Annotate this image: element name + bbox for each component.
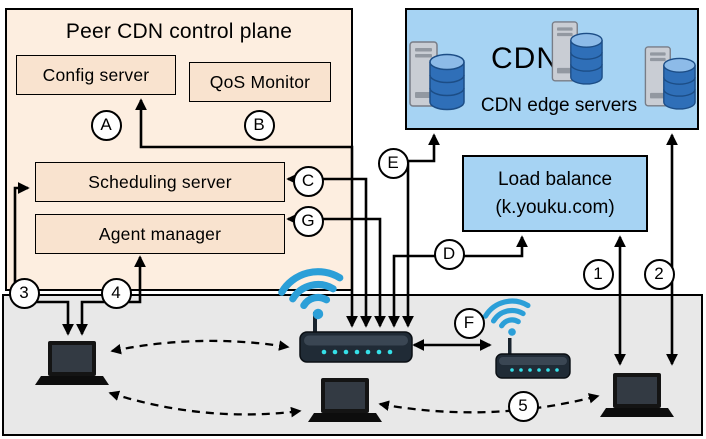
load-balance-label: Load balance: [497, 168, 613, 190]
step-marker-C: C: [292, 165, 324, 197]
config-server-box: Config server: [16, 55, 176, 95]
agent-manager-label: Agent manager: [98, 223, 222, 244]
step-marker-5: 5: [507, 390, 539, 422]
qos-monitor-label: QoS Monitor: [209, 71, 311, 92]
step-marker-1: 1: [582, 258, 614, 290]
step-marker-E: E: [377, 147, 409, 179]
step-marker-2: 2: [643, 258, 675, 290]
load-balance-box: Load balance (k.youku.com): [462, 155, 648, 232]
scheduling-server-label: Scheduling server: [88, 171, 232, 192]
step-marker-A: A: [90, 109, 122, 141]
agent-manager-box: Agent manager: [35, 214, 285, 254]
load-balance-domain: (k.youku.com): [495, 196, 615, 218]
cdn-panel: CDN CDN edge servers: [405, 8, 699, 130]
qos-monitor-box: QoS Monitor: [189, 62, 331, 102]
step-marker-B: B: [243, 109, 275, 141]
step-marker-3: 3: [8, 277, 40, 309]
step-marker-D: D: [433, 238, 465, 270]
step-marker-F: F: [453, 307, 485, 339]
cdn-title: CDN: [491, 42, 559, 75]
scheduling-server-box: Scheduling server: [35, 162, 285, 202]
step-marker-4: 4: [100, 277, 132, 309]
control-plane-panel: Peer CDN control plane Config server QoS…: [5, 8, 353, 291]
step-marker-G: G: [292, 205, 324, 237]
cdn-edge-servers-label: CDN edge servers: [480, 95, 638, 116]
control-plane-title: Peer CDN control plane: [65, 20, 293, 43]
config-server-label: Config server: [42, 64, 150, 85]
peer-network-area: [2, 294, 703, 436]
